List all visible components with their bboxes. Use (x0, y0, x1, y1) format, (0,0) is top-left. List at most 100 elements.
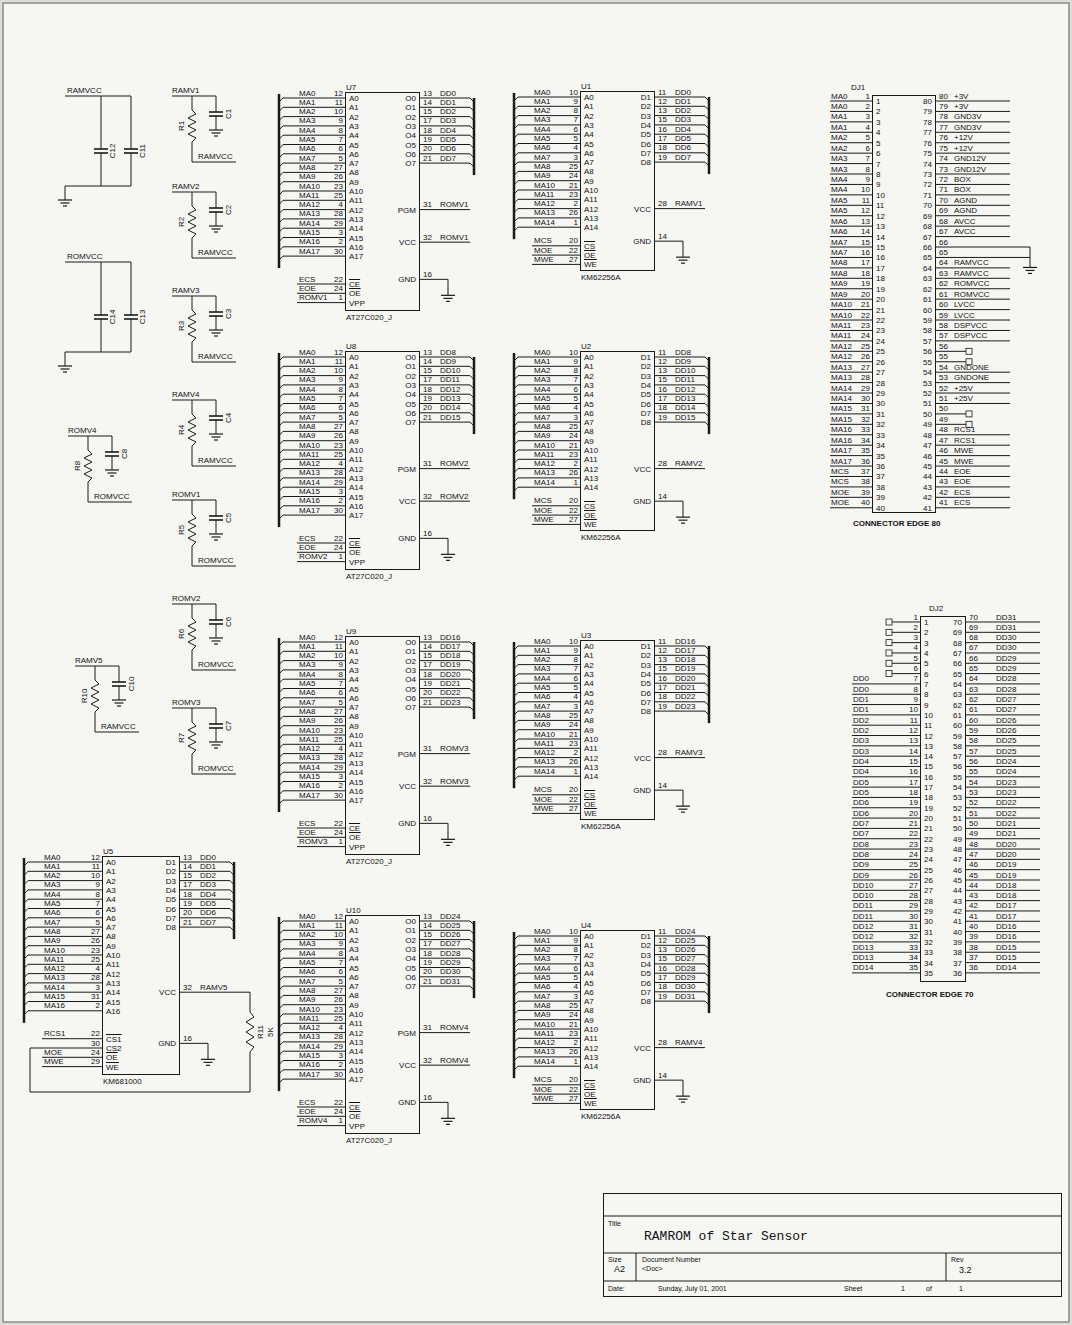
net-label: MA17 (299, 1071, 320, 1079)
pin-number: 32 (861, 416, 870, 424)
pin-number: 41 (969, 913, 978, 921)
pin-number: 62 (969, 696, 978, 704)
pin-number: 21 (909, 820, 918, 828)
pin-number: 28 (334, 210, 343, 218)
pin-number: 27 (334, 164, 343, 172)
pin-number: 15 (423, 108, 432, 116)
pin-number: 19 (861, 280, 870, 288)
pin-number: 18 (423, 950, 432, 958)
pin-number: 12 (658, 358, 667, 366)
pin-number: 32 (909, 933, 918, 941)
pin-number: 3 (96, 984, 100, 992)
pin-number: 9 (574, 98, 578, 106)
pin-number: 11 (658, 349, 666, 357)
net-label: MA13 (534, 758, 555, 766)
pin-number: 42 (969, 902, 978, 910)
pin-number: 27 (569, 516, 578, 524)
pin-number: 5 (866, 134, 870, 142)
net-label: EOE (299, 1108, 316, 1116)
pin-number: 59 (939, 312, 948, 320)
net-label: ROMVCC (198, 661, 234, 669)
pin-number: 25 (334, 1015, 343, 1023)
pin-number: 11 (910, 717, 918, 725)
net-label: RAMV3 (172, 287, 200, 295)
pin-number: 25 (334, 451, 343, 459)
pin-number: 11 (335, 99, 343, 107)
net-label: MA0 (831, 103, 847, 111)
net-label: MOE (44, 1049, 62, 1057)
net-label: ROMV2 (440, 493, 468, 501)
net-label: MA5 (534, 974, 550, 982)
net-label: DD24 (675, 928, 695, 936)
net-label: MA8 (299, 987, 315, 995)
pin-number: 72 (939, 176, 948, 184)
net-label: MA11 (299, 1015, 319, 1023)
net-label: MA11 (299, 451, 319, 459)
pin-number: 12 (658, 937, 667, 945)
pin-number: 24 (569, 172, 578, 180)
pin-number: 25 (569, 163, 578, 171)
net-label: MA1 (534, 647, 550, 655)
net-label: DD13 (440, 395, 460, 403)
net-label: RAMVCC (67, 87, 102, 95)
pin-number: 17 (658, 395, 667, 403)
net-label: MA10 (299, 727, 320, 735)
pin-number: 31 (423, 745, 432, 753)
net-label: DD13 (853, 944, 873, 952)
net-label: MA13 (44, 974, 65, 982)
net-label: ROMVCC (954, 280, 990, 288)
pin-number: 27 (569, 1095, 578, 1103)
pin-number: 78 (939, 113, 948, 121)
net-label: DD28 (996, 675, 1016, 683)
pin-number: 52 (939, 385, 948, 393)
pin-number: 14 (658, 493, 667, 501)
net-label: MA17 (299, 792, 320, 800)
pin-number: 1 (574, 1058, 578, 1066)
net-label: MA7 (534, 993, 550, 1001)
net-label: MA10 (44, 947, 65, 955)
pin-number: 7 (339, 680, 343, 688)
net-label: MA4 (299, 950, 315, 958)
net-label: EOE (954, 478, 971, 486)
net-label: MA3 (534, 665, 550, 673)
pin-number: 49 (969, 830, 978, 838)
pin-number: 63 (969, 686, 978, 694)
net-label: ROMV4 (440, 1024, 468, 1032)
net-label: MA4 (299, 386, 315, 394)
net-label: MA0 (534, 349, 550, 357)
net-label: LVCC (954, 312, 975, 320)
net-label: MA1 (299, 358, 315, 366)
pin-number: 32 (423, 493, 432, 501)
pin-number: 29 (91, 1058, 100, 1066)
net-label: DD16 (996, 933, 1016, 941)
net-label: DD26 (440, 931, 460, 939)
part-label: C3 (225, 309, 233, 319)
net-label: MOE (534, 1086, 552, 1094)
net-label: GND3V (954, 113, 982, 121)
part-label: R8 (74, 461, 82, 471)
net-label: DD24 (440, 913, 460, 921)
pin-number: 21 (569, 182, 578, 190)
net-label: MA3 (534, 116, 550, 124)
pin-number: 13 (658, 946, 667, 954)
pin-number: 26 (569, 209, 578, 217)
pin-number: 2 (574, 460, 578, 468)
pin-number: 24 (861, 332, 870, 340)
pin-number: 4 (574, 144, 578, 152)
net-label: ROMV1 (440, 201, 468, 209)
part-label: C5 (225, 513, 233, 523)
net-label: DD9 (853, 872, 869, 880)
net-label: MA8 (534, 1002, 550, 1010)
pin-number: 6 (866, 145, 870, 153)
pin-number: 16 (183, 1035, 192, 1043)
pin-number: 61 (939, 291, 948, 299)
pin-number: 1 (914, 614, 918, 622)
net-label: DD27 (996, 706, 1016, 714)
pin-number: 40 (861, 499, 870, 507)
part-label: C14 (109, 310, 117, 325)
pin-number: 3 (914, 634, 918, 642)
net-label: MA14 (831, 385, 852, 393)
pin-number: 16 (658, 126, 667, 134)
net-label: MA10 (299, 1006, 320, 1014)
pin-number: 24 (334, 829, 343, 837)
